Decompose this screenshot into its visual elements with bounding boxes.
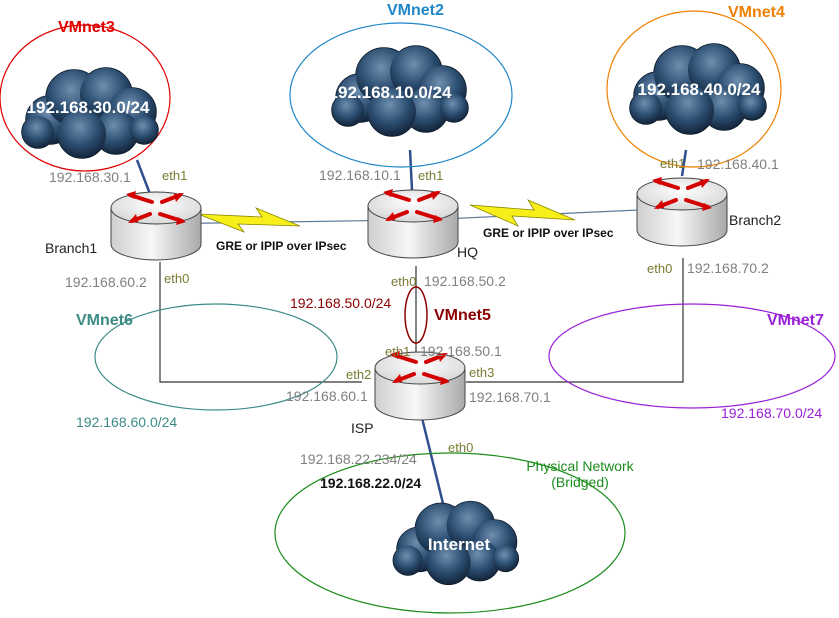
branch1-eth1-ip: 192.168.30.1 [49,169,131,185]
tunnel-bolt-right [469,199,576,227]
physical-network-ellipse [274,452,626,614]
isp-eth0-ip: 192.168.22.234/24 [300,451,417,467]
hq-eth0-ip: 192.168.50.2 [424,273,506,289]
physical-network-bridged-label: (Bridged) [551,474,609,490]
router-branch2 [635,175,729,248]
router-branch1 [109,189,203,262]
tunnel-bolt-left [197,207,301,233]
cloud-internet-label: Internet [428,535,491,554]
branch2-eth1-ip: 192.168.40.1 [697,156,779,172]
vmnet5-label: VMnet5 [434,307,491,324]
router-hq-name: HQ [457,244,478,260]
link-branch2-eth1 [680,149,688,177]
hq-eth1-ip: 192.168.10.1 [319,167,401,183]
vmnet3-label: VMnet3 [58,19,115,36]
vmnet7-ellipse [548,303,836,409]
vmnet6-label: VMnet6 [76,312,133,329]
vmnet4-label: VMnet4 [728,4,785,21]
isp-eth2-label: eth2 [346,367,371,382]
isp-eth0-label: eth0 [448,440,473,455]
branch1-eth0-ip: 192.168.60.2 [65,274,147,290]
cloud-vmnet4-label: 192.168.40.0/24 [638,80,761,99]
branch2-eth0-ip: 192.168.70.2 [687,260,769,276]
tunnel-left-label: GRE or IPIP over IPsec [216,239,347,253]
hq-eth1-label: eth1 [418,168,443,183]
vmnet4-ellipse [606,10,782,168]
tunnel-right-label: GRE or IPIP over IPsec [483,226,614,240]
vmnet3-ellipse [0,24,171,172]
physical-network-label: Physical Network [526,458,634,474]
router-hq [366,187,460,260]
branch1-eth1-label: eth1 [162,168,187,183]
router-branch2-name: Branch2 [729,212,781,228]
hq-eth0-label: eth0 [391,274,416,289]
link-hq-eth1 [408,149,414,191]
link-branch1-isp [159,262,362,383]
isp-eth1-ip: 192.168.50.1 [420,343,502,359]
branch1-eth0-label: eth0 [164,271,189,286]
vmnet2-label: VMnet2 [387,2,444,19]
vmnet6-ellipse [94,303,338,411]
branch2-eth0-label: eth0 [647,261,672,276]
vmnet5-ellipse [404,286,428,344]
net-70-label: 192.168.70.0/24 [721,405,822,421]
vmnet2-ellipse [289,22,513,168]
net-22-label: 192.168.22.0/24 [320,475,421,491]
router-isp [373,349,467,422]
isp-eth1-label: eth1 [385,344,410,359]
cloud-vmnet2-label: 192.168.10.0/24 [329,83,452,102]
net-50-label: 192.168.50.0/24 [290,295,391,311]
cloud-vmnet3-label: 192.168.30.0/24 [27,98,150,117]
isp-eth3-label: eth3 [469,365,494,380]
isp-eth2-ip: 192.168.60.1 [286,388,368,404]
link-branch1-eth1 [135,159,152,195]
vmnet7-label: VMnet7 [767,312,824,329]
branch2-eth1-label: eth1 [660,156,685,171]
link-branch2-isp [466,258,684,383]
router-isp-name: ISP [351,420,374,436]
net-60-label: 192.168.60.0/24 [76,414,177,430]
isp-eth3-ip: 192.168.70.1 [469,389,551,405]
router-branch1-name: Branch1 [45,240,97,256]
